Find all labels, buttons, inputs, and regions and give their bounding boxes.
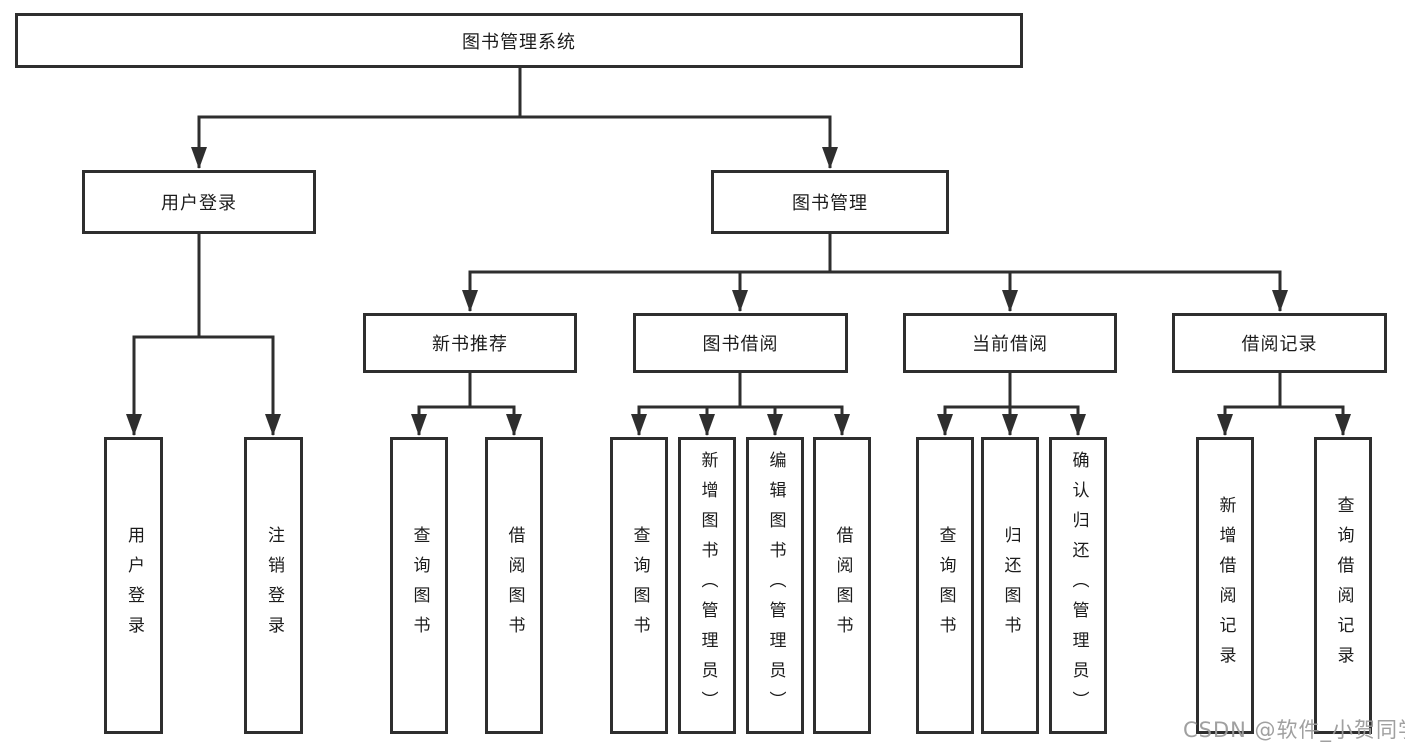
leaf-logout: 注销登录 [244,437,303,734]
leaf-return-books-label: 归还图书 [1000,525,1021,646]
node-user-login-group: 用户登录 [82,170,316,234]
leaf-current-query-books-label: 查询图书 [935,525,956,646]
leaf-add-books-admin: 新增图书（管理员） [678,437,736,734]
leaf-borrowing-borrow-books: 借阅图书 [813,437,871,734]
leaf-add-borrow-record: 新增借阅记录 [1196,437,1254,734]
leaf-user-login: 用户登录 [104,437,163,734]
node-current-borrowing: 当前借阅 [903,313,1117,373]
leaf-query-borrow-record: 查询借阅记录 [1314,437,1372,734]
node-book-management-group: 图书管理 [711,170,949,234]
leaf-newrec-query-books: 查询图书 [390,437,448,734]
leaf-edit-books-admin: 编辑图书（管理员） [746,437,804,734]
leaf-logout-label: 注销登录 [264,525,284,646]
leaf-return-books: 归还图书 [981,437,1039,734]
node-borrowing-records: 借阅记录 [1172,313,1387,373]
leaf-confirm-return-admin-label: 确认归还（管理员） [1068,450,1089,721]
leaf-confirm-return-admin: 确认归还（管理员） [1049,437,1107,734]
leaf-add-books-admin-label: 新增图书（管理员） [697,450,718,721]
leaf-borrowing-query-books-label: 查询图书 [629,525,650,646]
node-root-system: 图书管理系统 [15,13,1023,68]
node-book-borrowing: 图书借阅 [633,313,848,373]
leaf-borrowing-borrow-books-label: 借阅图书 [832,525,853,646]
leaf-query-borrow-record-label: 查询借阅记录 [1333,495,1354,676]
leaf-edit-books-admin-label: 编辑图书（管理员） [765,450,786,721]
leaf-add-borrow-record-label: 新增借阅记录 [1215,495,1236,676]
csdn-watermark: CSDN @软件_小贺同学 [1183,718,1405,742]
node-new-book-recommend: 新书推荐 [363,313,577,373]
leaf-user-login-label: 用户登录 [124,525,144,646]
leaf-newrec-borrow-books: 借阅图书 [485,437,543,734]
leaf-borrowing-query-books: 查询图书 [610,437,668,734]
leaf-newrec-borrow-books-label: 借阅图书 [504,525,525,646]
leaf-newrec-query-books-label: 查询图书 [409,525,430,646]
leaf-current-query-books: 查询图书 [916,437,974,734]
